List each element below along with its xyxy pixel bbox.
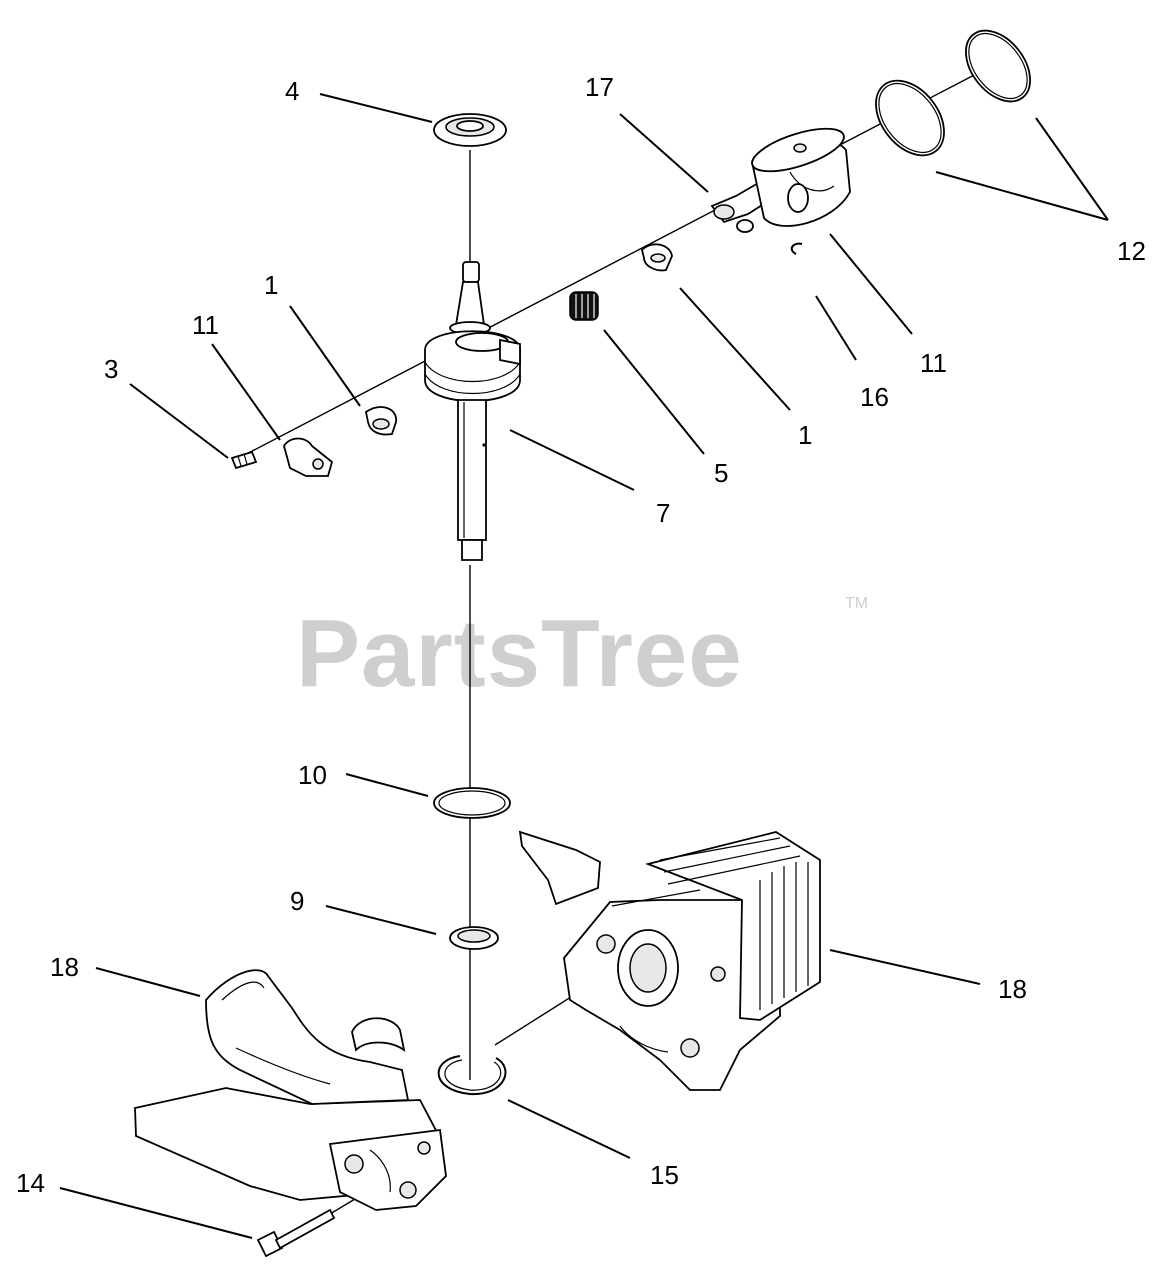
bearing-half-part-1-right[interactable] [641, 243, 673, 272]
crankcase-half-part-18-left[interactable] [134, 969, 447, 1211]
callout-10[interactable]: 10 [298, 760, 327, 790]
screw-part-3[interactable] [230, 450, 258, 470]
ring-part-10[interactable] [433, 787, 511, 819]
callout-18-left[interactable]: 18 [50, 952, 79, 982]
callout-15[interactable]: 15 [650, 1160, 679, 1190]
watermark-trademark: TM [845, 595, 868, 612]
callout-1-left[interactable]: 1 [264, 270, 278, 300]
callout-3[interactable]: 3 [104, 354, 118, 384]
callout-11-left[interactable]: 11 [192, 310, 219, 340]
needle-bearing-part-5[interactable] [569, 291, 599, 321]
callout-16[interactable]: 16 [860, 382, 889, 412]
callout-7[interactable]: 7 [656, 498, 670, 528]
callout-1-right[interactable]: 1 [798, 420, 812, 450]
callout-4[interactable]: 4 [285, 76, 299, 106]
rod-cap-part-11-left[interactable] [283, 437, 334, 477]
cylinder-crankcase-part-18-right[interactable] [518, 830, 821, 1091]
crankshaft-part-7[interactable] [424, 261, 521, 561]
bolt-part-14[interactable] [256, 1208, 336, 1258]
callout-5[interactable]: 5 [714, 458, 728, 488]
clip-part-16[interactable] [790, 242, 803, 255]
piston-rings-part-12[interactable] [862, 18, 1043, 168]
callout-18-right[interactable]: 18 [998, 974, 1027, 1004]
watermark-text: PartsTree [296, 600, 743, 707]
callout-11-right[interactable]: 11 [920, 348, 947, 378]
callout-numbers: 4 17 12 1 11 3 5 1 16 11 7 10 9 18 18 15… [16, 72, 1146, 1198]
callout-9[interactable]: 9 [290, 886, 304, 916]
snap-ring-part-15[interactable] [437, 1055, 507, 1096]
callout-12[interactable]: 12 [1117, 236, 1146, 266]
watermark: PartsTree TM [296, 595, 868, 707]
seal-part-4[interactable] [433, 113, 507, 147]
seal-part-9[interactable] [449, 926, 499, 950]
callout-17[interactable]: 17 [585, 72, 614, 102]
bearing-half-part-1-left[interactable] [365, 406, 397, 436]
callout-14[interactable]: 14 [16, 1168, 45, 1198]
leader-lines [59, 93, 1109, 1239]
piston-part-11-right[interactable] [747, 120, 851, 227]
